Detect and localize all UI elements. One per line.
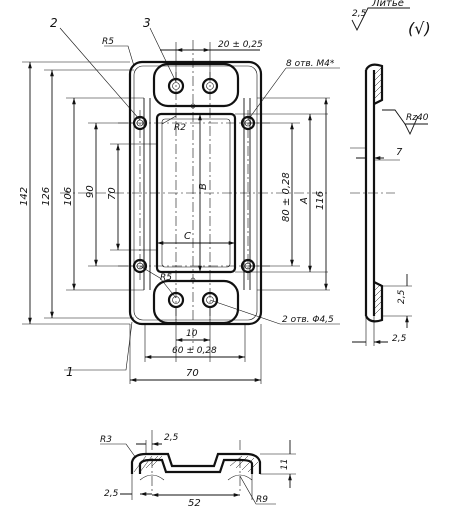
tapped-holes-note: 8 отв. M4*	[286, 59, 335, 69]
dim-bottom-spacing: 60 ± 0,28	[172, 346, 217, 356]
dim-inner-height: 90	[85, 185, 96, 198]
window-dimensions: B C	[157, 114, 235, 272]
callout-2: 2	[50, 16, 58, 30]
dim-right-height: 116	[315, 191, 326, 210]
callout-1: 1	[66, 365, 74, 379]
side-roughness: Rz40	[406, 113, 429, 123]
dim-window-c: C	[184, 231, 191, 242]
dim-mid-height: 106	[63, 187, 74, 206]
dim-hole-spacing-vertical: 80 ± 0,28	[281, 172, 292, 222]
dim-section-span: 52	[188, 498, 201, 509]
surface-finish-note: 2,5 Литье (√)	[351, 0, 431, 38]
top-dimensions: 20 ± 0,25	[160, 40, 263, 78]
dim-section-height: 11	[280, 459, 290, 470]
dim-overall-width: 70	[186, 368, 199, 379]
dim-side-thickness: 2,5	[392, 334, 407, 344]
front-right-dimensions: 80 ± 0,28 A 116	[235, 97, 330, 291]
radius-window: R2	[174, 123, 186, 133]
bottom-boss	[152, 279, 240, 325]
radius-bottom: R5	[160, 273, 172, 283]
dim-side-lip: 2,5	[397, 289, 407, 304]
dim-section-top-step: 2,5	[164, 433, 179, 443]
top-boss	[152, 62, 240, 108]
dim-outer-height: 126	[41, 187, 52, 206]
roughness-symbol-icon	[351, 7, 410, 32]
callout-3: 3	[143, 16, 151, 30]
general-roughness-mark: (√)	[408, 19, 431, 38]
dim-window-height: 70	[107, 187, 118, 200]
dim-top-spacing: 20 ± 0,25	[218, 40, 263, 50]
front-left-dimensions: 142 126 106 90 70	[19, 61, 157, 325]
dim-overall-height: 142	[19, 187, 30, 206]
dim-side-width: 7	[396, 147, 403, 158]
bottom-dimensions: 10 60 ± 0,28 70	[129, 308, 262, 384]
side-view: 7 Rz40 2,5 2,5	[350, 63, 429, 346]
section-view: 52 2,5 2,5 R3 R9 11	[100, 430, 296, 509]
radius-section-top: R3	[100, 435, 112, 445]
radius-section-bottom: R9	[256, 495, 268, 505]
through-holes-note: 2 отв. Φ4,5	[282, 315, 334, 325]
dim-section-left-step: 2,5	[104, 489, 119, 499]
process-label: Литье	[371, 0, 404, 9]
dim-bottom-small: 10	[186, 329, 198, 339]
front-view	[60, 40, 330, 350]
dim-window-b: B	[198, 183, 209, 190]
leaders: 2 3 R5 R2 8 отв. M4* R5 2 отв. Φ4,5 1	[50, 16, 340, 379]
radius-top: R5	[102, 37, 114, 47]
dim-a: A	[299, 197, 310, 205]
roughness-value: 2,5	[352, 9, 367, 19]
